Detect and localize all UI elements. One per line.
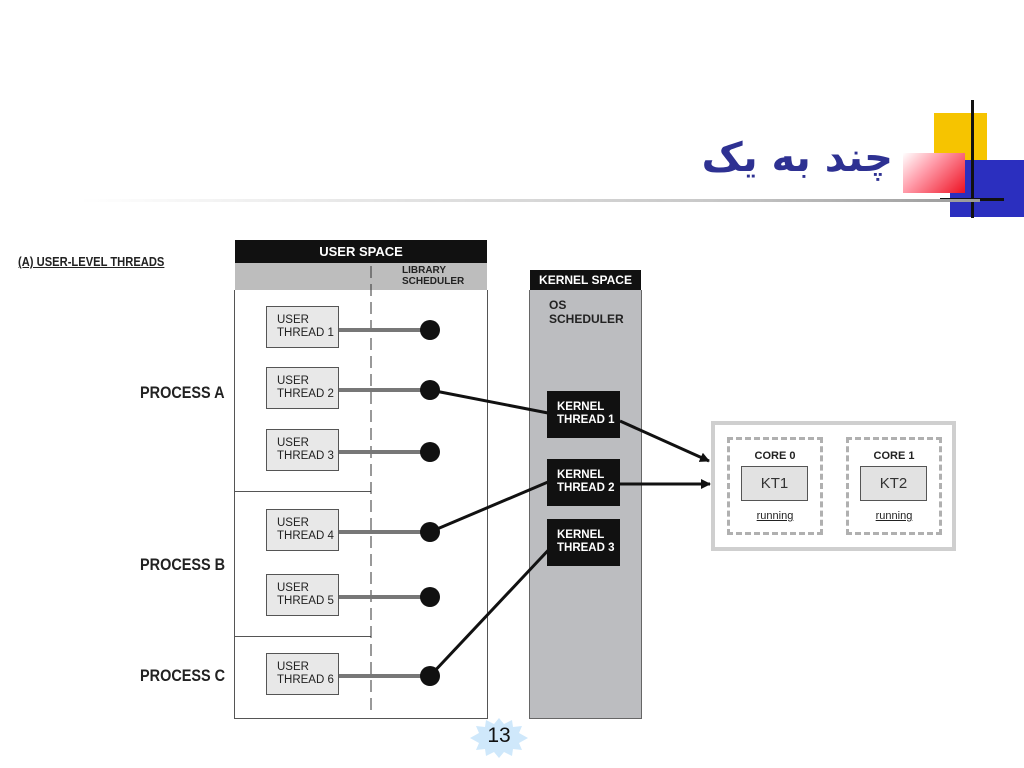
kernel-space-header: KERNEL SPACE xyxy=(530,270,641,290)
page-number-badge xyxy=(470,718,528,758)
thread-6-dot xyxy=(420,666,440,686)
user-thread-2: USER THREAD 2 xyxy=(266,367,339,409)
thread-4-dot xyxy=(420,522,440,542)
user-space-gray-band xyxy=(235,263,487,290)
diagram-heading: (A) USER-LEVEL THREADS xyxy=(18,254,165,269)
deco-red-gradient-square xyxy=(903,153,965,193)
map-ut2-kt1 xyxy=(429,388,549,415)
process-separator-ab xyxy=(234,491,371,492)
core-0-label: CORE 0 xyxy=(754,450,796,462)
library-scheduler-label: LIBRARY SCHEDULER xyxy=(402,265,465,287)
user-space-area xyxy=(234,290,488,719)
core-1-box xyxy=(846,437,942,535)
arrow-kt1-core0 xyxy=(619,419,710,463)
process-a-label: PROCESS A xyxy=(140,383,225,402)
title-underline xyxy=(80,199,980,202)
kernel-thread-2: KERNEL THREAD 2 xyxy=(547,459,620,506)
kernel-thread-1: KERNEL THREAD 1 xyxy=(547,391,620,438)
core-0-running-thread: KT1 xyxy=(741,466,808,501)
user-thread-4: USER THREAD 4 xyxy=(266,509,339,551)
core-1-status: running xyxy=(875,510,913,522)
process-b-label: PROCESS B xyxy=(140,555,226,574)
kernel-thread-3: KERNEL THREAD 3 xyxy=(547,519,620,566)
thread-1-dot xyxy=(420,320,440,340)
core-0-box xyxy=(727,437,823,535)
core-1-label: CORE 1 xyxy=(873,450,915,462)
user-space-header: USER SPACE xyxy=(235,240,487,263)
core-1-running-thread: KT2 xyxy=(860,466,927,501)
os-scheduler-label: OS SCHEDULER xyxy=(549,298,624,326)
user-thread-5: USER THREAD 5 xyxy=(266,574,339,616)
process-c-label: PROCESS C xyxy=(140,666,226,685)
slide-title: چند به یک xyxy=(701,135,893,181)
deco-vertical-line xyxy=(971,100,974,218)
thread-3-dot xyxy=(420,442,440,462)
map-ut6-kt3 xyxy=(428,541,557,678)
page-number: 13 xyxy=(487,724,511,747)
user-thread-6: USER THREAD 6 xyxy=(266,653,339,695)
map-ut4-kt2 xyxy=(429,480,549,534)
user-thread-3: USER THREAD 3 xyxy=(266,429,339,471)
thread-5-dot xyxy=(420,587,440,607)
thread-2-dot xyxy=(420,380,440,400)
process-separator-bc xyxy=(234,636,371,637)
core-0-status: running xyxy=(756,510,794,522)
user-thread-1: USER THREAD 1 xyxy=(266,306,339,348)
